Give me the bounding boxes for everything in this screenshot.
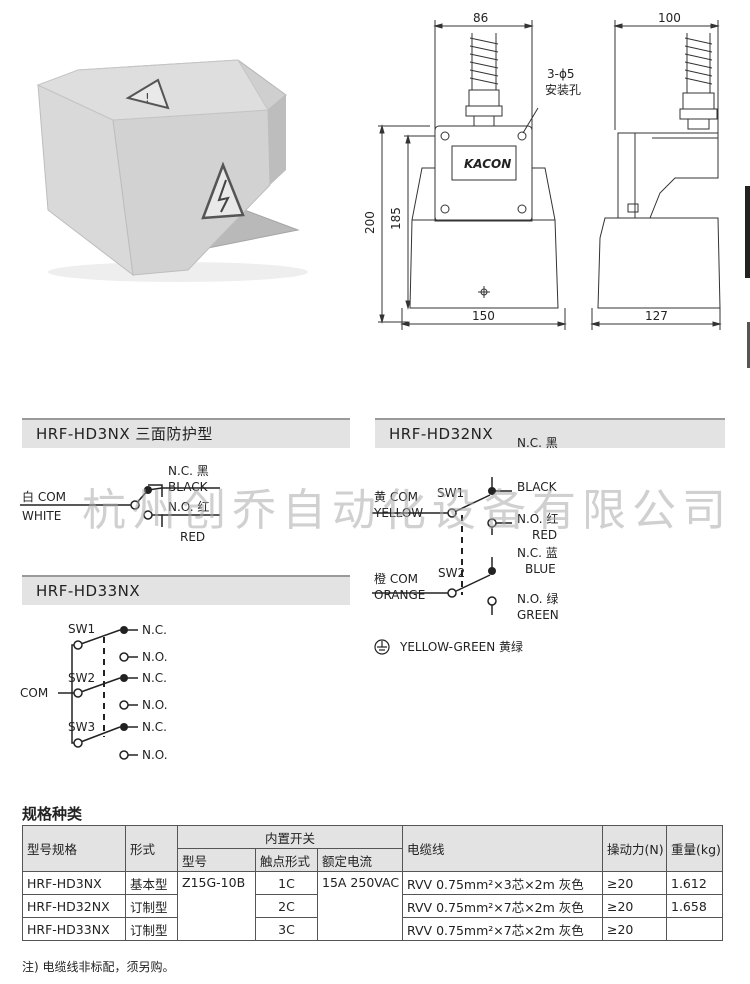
cell-force: ≥20	[602, 871, 667, 895]
cell-contact: 2C	[255, 894, 318, 918]
sw1-label: SW1	[68, 622, 95, 636]
com1-label: 黄 COM	[374, 490, 418, 504]
col-model: 型号规格	[22, 825, 126, 872]
cell-form: 基本型	[125, 871, 178, 895]
col-sw-model: 型号	[177, 848, 256, 872]
cell-contact: 3C	[255, 917, 318, 941]
cell-cable: RVV 0.75mm²×7芯×2m 灰色	[402, 917, 603, 941]
no2-label: N.O. 绿	[517, 591, 558, 606]
com2-label: 橙 COM	[374, 571, 418, 586]
cell-model: HRF-HD33NX	[22, 917, 126, 941]
sw2-nc-label: N.C.	[142, 671, 167, 685]
mount-holes-spec: 3-ϕ5	[547, 67, 575, 81]
no2-color-label: GREEN	[517, 608, 559, 622]
brand-label: KACON	[464, 157, 511, 171]
table-row: HRF-HD3NX 基本型 Z15G-10B 1C 15A 250VAC RVV…	[22, 871, 723, 941]
cell-rating: 15A 250VAC	[317, 871, 403, 941]
nc1-color-label: BLACK	[517, 480, 558, 494]
product-photo: !	[36, 59, 308, 282]
com1-color-label: YELLOW	[373, 506, 423, 520]
cell-form: 订制型	[125, 894, 178, 918]
dim-200: 200	[363, 211, 377, 234]
wiring-diagram-hd33nx: COM SW1 SW2 SW3 N.C. N.O. N.C. N.O. N.C.…	[20, 622, 168, 762]
ground-label: YELLOW-GREEN 黄绿	[399, 639, 523, 654]
sw1-label: SW1	[437, 486, 464, 500]
spec-table: 型号规格 形式 内置开关 电缆线 操动力(N) 重量(kg) 型号 触点形式 额…	[22, 825, 723, 941]
svg-text:!: !	[145, 91, 150, 105]
ground-icon	[374, 639, 390, 655]
electric-hazard-icon	[201, 161, 245, 220]
com-label: 白 COM	[22, 489, 66, 504]
dimension-drawing: 86 100 3-ϕ5 安装孔 KACON 200 185 150 127	[363, 11, 722, 330]
no1-color-label: RED	[532, 528, 557, 542]
col-rating: 额定电流	[317, 848, 403, 872]
sw3-nc-label: N.C.	[142, 720, 167, 734]
dim-100: 100	[658, 11, 681, 25]
cell-contact: 1C	[255, 871, 318, 895]
cell-weight: 1.658	[666, 894, 723, 918]
page-edge-mark	[745, 186, 750, 278]
table-header-row: 型号规格 形式 内置开关 电缆线 操动力(N) 重量(kg)	[22, 825, 723, 872]
sw1-no-label: N.O.	[142, 650, 168, 664]
com2-color-label: ORANGE	[374, 588, 425, 602]
no-label: N.O. 红	[168, 499, 209, 514]
nc-label: N.C. 黑	[168, 464, 209, 478]
cell-force: ≥20	[602, 894, 667, 918]
col-weight: 重量(kg)	[666, 825, 723, 872]
cable-spring-front	[465, 33, 503, 127]
col-force: 操动力(N)	[602, 825, 667, 872]
sw3-label: SW3	[68, 720, 95, 734]
nc2-label: N.C. 蓝	[517, 546, 558, 560]
col-contact: 触点形式	[255, 848, 318, 872]
cell-cable: RVV 0.75mm²×7芯×2m 灰色	[402, 894, 603, 918]
nc1-label: N.C. 黑	[517, 436, 558, 450]
cell-sw-model: Z15G-10B	[177, 871, 256, 941]
com-color-label: WHITE	[22, 509, 61, 523]
cell-form: 订制型	[125, 917, 178, 941]
cable-spring-side	[679, 33, 718, 130]
wiring-diagram-hd32nx: SW1 黄 COM YELLOW N.C. 黑 BLACK N.O. 红 RED…	[372, 436, 559, 655]
cell-weight: 1.612	[666, 871, 723, 895]
table-subheader-row: 型号 触点形式 额定电流	[23, 848, 723, 872]
cell-model: HRF-HD32NX	[22, 894, 126, 918]
com-label: COM	[20, 686, 48, 700]
sw2-no-label: N.O.	[142, 698, 168, 712]
nc-color-label: BLACK	[168, 480, 209, 494]
section-header-hd33nx: HRF-HD33NX	[22, 575, 350, 605]
wiring-diagram-hd3nx: 白 COM WHITE N.C. 黑 BLACK N.O. 红 RED	[20, 464, 220, 544]
cell-model: HRF-HD3NX	[22, 871, 126, 895]
dim-127: 127	[645, 309, 668, 323]
section-header-hd3nx: HRF-HD3NX 三面防护型	[22, 418, 350, 448]
section-header-hd32nx: HRF-HD32NX	[375, 418, 725, 448]
col-cable: 电缆线	[402, 825, 603, 872]
dim-185: 185	[389, 207, 403, 230]
page-edge-mark	[747, 322, 750, 368]
dim-150: 150	[472, 309, 495, 323]
spec-title: 规格种类	[22, 805, 83, 823]
cell-weight	[666, 917, 723, 941]
no-color-label: RED	[180, 530, 205, 544]
col-form: 形式	[125, 825, 178, 872]
table-row: HRF-HD33NX 订制型 3C RVV 0.75mm²×7芯×2m 灰色 ≥…	[22, 917, 723, 941]
sw1-nc-label: N.C.	[142, 623, 167, 637]
sw2-label: SW2	[438, 566, 465, 580]
cell-force: ≥20	[602, 917, 667, 941]
warning-triangle-icon: !	[125, 78, 170, 110]
sw2-label: SW2	[68, 671, 95, 685]
sw3-no-label: N.O.	[142, 748, 168, 762]
col-switch: 内置开关	[177, 825, 403, 849]
mount-holes-label: 安装孔	[545, 82, 581, 97]
footnote: 注) 电缆线非标配，须另购。	[22, 960, 175, 974]
dim-86: 86	[473, 11, 488, 25]
nc2-color-label: BLUE	[525, 562, 556, 576]
no1-label: N.O. 红	[517, 511, 558, 526]
cell-cable: RVV 0.75mm²×3芯×2m 灰色	[402, 871, 603, 895]
